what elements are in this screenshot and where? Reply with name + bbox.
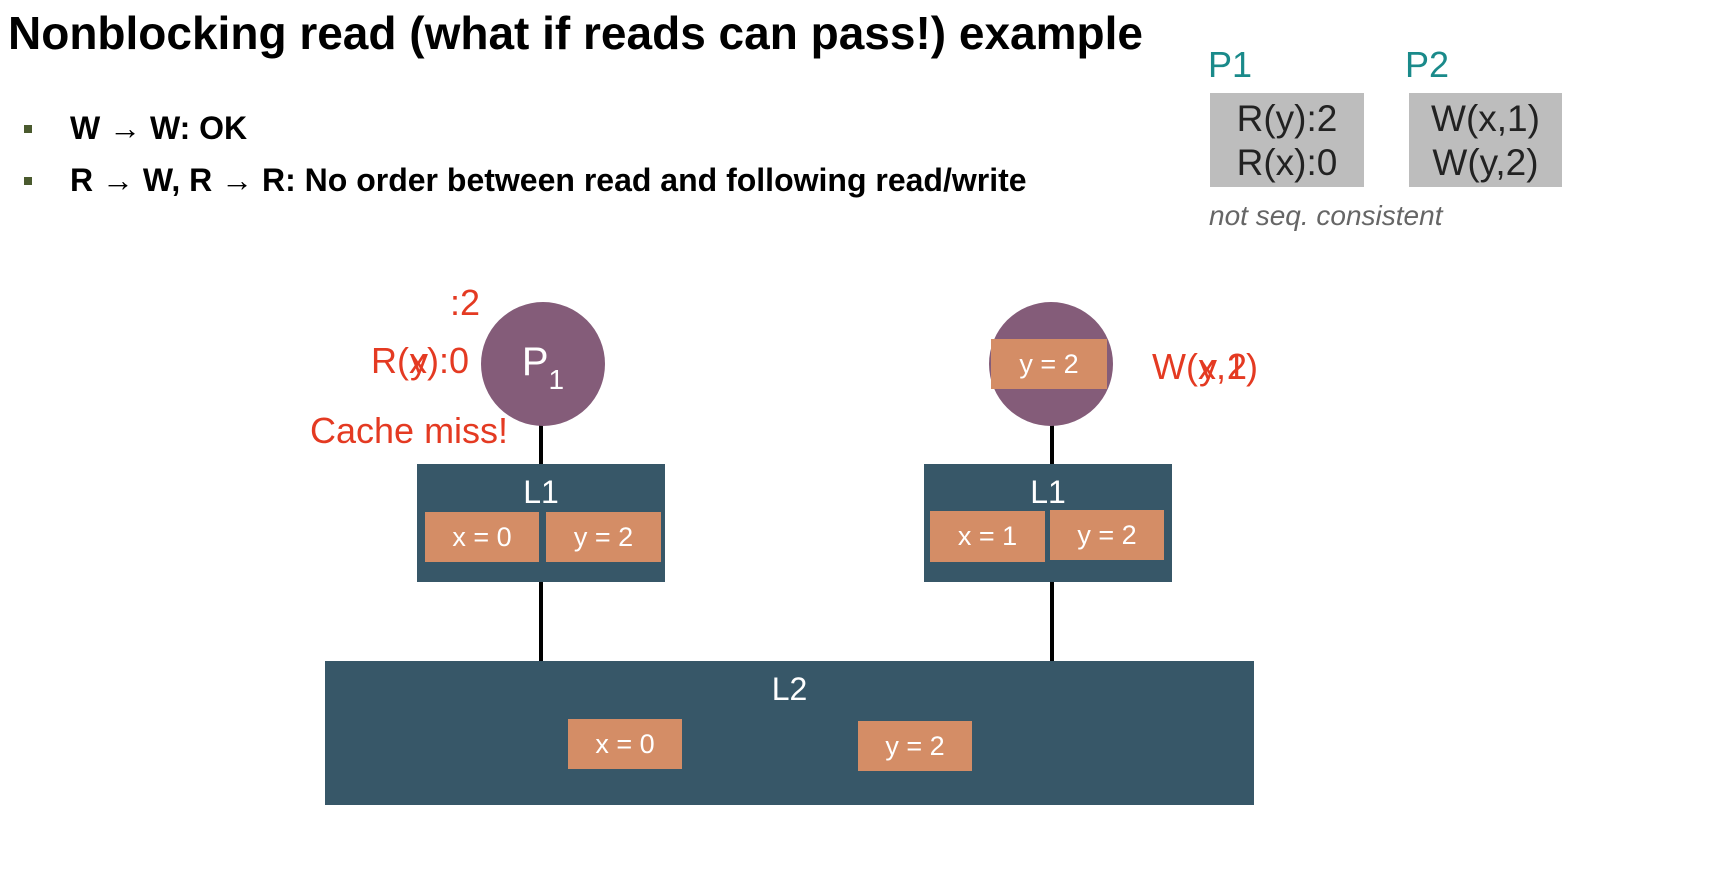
l1-right-cell-x: x = 1: [930, 511, 1045, 562]
bullet-marker: [24, 177, 32, 185]
l1-right-cell-y: y = 2: [1050, 510, 1164, 560]
p2-op-1: W(x,1): [1431, 98, 1540, 139]
p2-op-box: W(x,1) W(y,2): [1409, 93, 1562, 187]
p1-op-2: R(x):0: [1236, 142, 1338, 183]
p2-write-buffer-cell: y = 2: [991, 339, 1107, 389]
p1-op-1: R(y):2: [1236, 98, 1338, 139]
p2-l1-wire: [1050, 420, 1054, 466]
p1-op-box: R(y):2 R(x):0: [1210, 93, 1364, 187]
write-suffix: ): [1246, 346, 1259, 387]
l2-cache: L2 x = 0 y = 2: [325, 661, 1254, 805]
l1-left-cell-y: y = 2: [546, 512, 661, 562]
l2-cell-y: y = 2: [858, 721, 972, 771]
read-var-overlay: y: [410, 340, 428, 381]
l1-cache-left: L1 x = 0 y = 2: [417, 464, 665, 582]
read-var: x: [409, 340, 427, 381]
p2-op-2: W(y,2): [1432, 142, 1539, 183]
cache-miss-annotation: Cache miss!: [310, 410, 509, 451]
l1-left-label: L1: [523, 474, 559, 510]
bullet-1: W → W: OK: [70, 110, 248, 146]
l2-label: L2: [771, 671, 808, 707]
consistency-note: not seq. consistent: [1209, 200, 1443, 231]
l1-cache-right: L1 x = 1 y = 2: [924, 464, 1172, 582]
l2-cell-x: x = 0: [568, 719, 682, 769]
write-var: x: [1197, 346, 1216, 387]
write-val: 1: [1225, 346, 1247, 387]
read-suffix: ):0: [427, 340, 470, 381]
p2-header: P2: [1405, 44, 1450, 85]
read-prefix: R(: [371, 340, 409, 381]
l1-l2-wire-right: [1050, 580, 1054, 664]
p1-l1-wire: [539, 420, 543, 466]
write-var-overlay: y: [1198, 346, 1217, 387]
l1-right-label: L1: [1030, 474, 1066, 510]
l1-left-cell-x: x = 0: [425, 512, 539, 562]
l1-l2-wire-left: [539, 580, 543, 664]
p1-read-value-annotation: :2: [450, 282, 481, 323]
bullet-2: R → W, R → R: No order between read and …: [70, 162, 1027, 198]
bullet-marker: [24, 125, 32, 133]
write-prefix: W(: [1152, 346, 1198, 387]
slide-title: Nonblocking read (what if reads can pass…: [8, 7, 1143, 59]
write-sep: ,: [1215, 346, 1226, 387]
p1-name: P: [521, 339, 549, 384]
p1-header: P1: [1208, 44, 1253, 85]
write-val-overlay: 2: [1226, 346, 1248, 387]
p1-subscript: 1: [548, 364, 565, 395]
